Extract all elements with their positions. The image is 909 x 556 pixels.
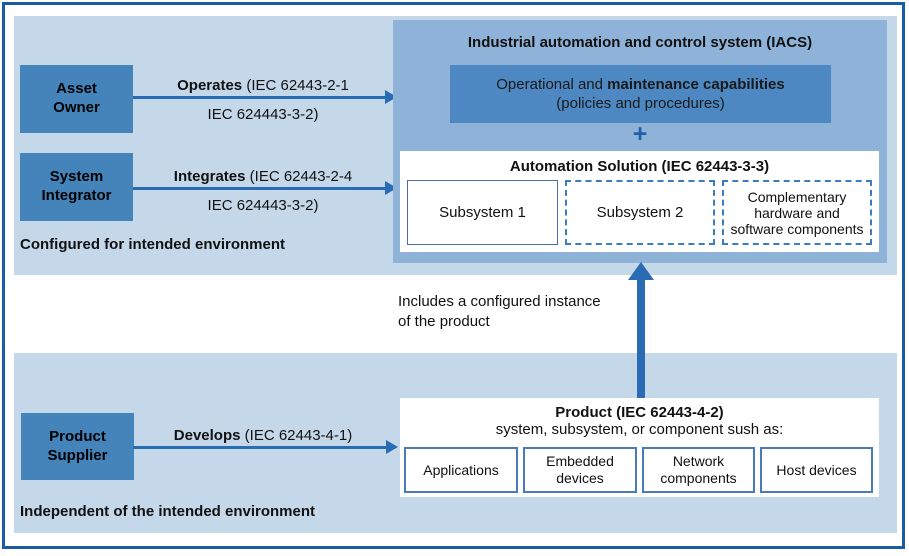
operates-arrow-label: Operates (IEC 62443-2-1 [133, 77, 393, 94]
system-integrator-box: System Integrator [20, 153, 133, 221]
integrates-arrow-sublabel: IEC 624443-3-2) [207, 197, 319, 214]
iacs-title: Industrial automation and control system… [467, 34, 813, 51]
operational-line1-regular: Operational and [496, 76, 608, 93]
subsystem-1-box: Subsystem 1 [407, 180, 558, 245]
operates-arrow-line [133, 96, 386, 99]
network-components-box: Network components [642, 447, 755, 493]
integrates-arrow-label: Integrates (IEC 62443-2-4 [133, 168, 393, 185]
develops-verb: Develops [173, 427, 241, 444]
outer-frame [2, 2, 905, 549]
develops-arrow-label: Develops (IEC 62443-4-1) [133, 427, 393, 444]
configured-instance-note: Includes a configured instance of the pr… [398, 293, 601, 330]
product-to-solution-arrow-line [637, 279, 645, 398]
operational-line1-bold: maintenance capabilities [607, 76, 785, 93]
develops-arrow-head-icon [386, 440, 398, 454]
independent-environment-label: Independent of the intended environment [20, 503, 316, 520]
develops-ref: (IEC 62443-4-1) [240, 427, 353, 444]
operational-line1: Operational and maintenance capabilities [450, 75, 831, 94]
operates-ref: (IEC 62443-2-1 [242, 77, 349, 94]
subsystem-2-box: Subsystem 2 [565, 180, 715, 245]
operational-line2: (policies and procedures) [556, 95, 725, 112]
integrates-ref: (IEC 62443-2-4 [245, 168, 353, 185]
integrates-verb: Integrates [173, 168, 246, 185]
operates-arrow-sublabel: IEC 624443-3-2) [207, 106, 319, 123]
automation-solution-title: Automation Solution (IEC 62443-3-3) [509, 158, 770, 175]
host-devices-box: Host devices [760, 447, 873, 493]
product-subtitle: system, subsystem, or component sush as: [495, 421, 784, 438]
integrates-arrow-line [133, 187, 386, 190]
product-to-solution-arrow-head-icon [628, 262, 654, 280]
applications-box: Applications [404, 447, 518, 493]
product-supplier-box: Product Supplier [21, 413, 134, 480]
embedded-devices-box: Embedded devices [523, 447, 637, 493]
plus-icon: + [632, 120, 648, 148]
develops-arrow-line [133, 446, 387, 449]
operational-capabilities-box: Operational and maintenance capabilities… [450, 65, 831, 123]
configured-environment-label: Configured for intended environment [20, 236, 285, 253]
operates-verb: Operates [177, 77, 243, 94]
product-title: Product (IEC 62443-4-2) [555, 404, 724, 421]
complementary-components-box: Complementary hardware and software comp… [722, 180, 872, 245]
asset-owner-box: Asset Owner [20, 65, 133, 133]
